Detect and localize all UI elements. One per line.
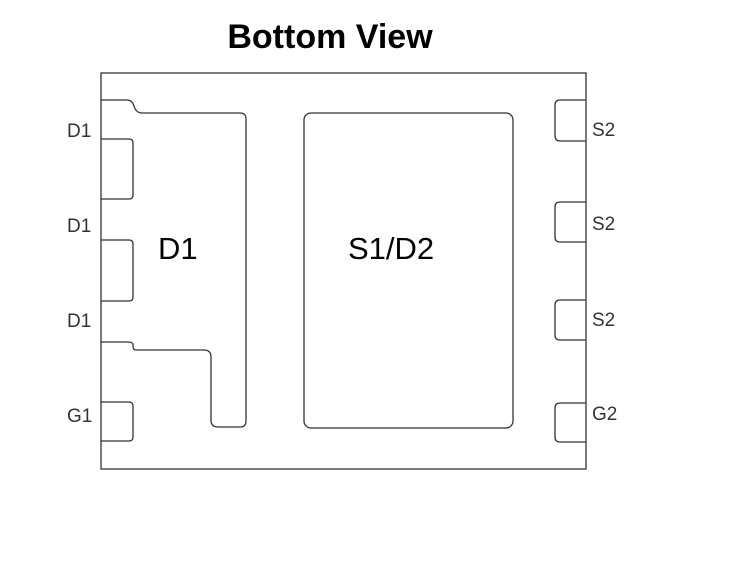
d1-pin-2	[101, 239, 134, 302]
s2-pin-1	[554, 99, 586, 142]
left-pin-label-3: D1	[67, 311, 91, 332]
package-outline	[100, 72, 587, 470]
g1-pin	[101, 401, 134, 442]
d1-pad-label: D1	[158, 231, 198, 266]
diagram-title: Bottom View	[227, 18, 433, 56]
right-pin-label-1: S2	[592, 120, 615, 141]
s2-pin-2	[554, 201, 586, 243]
right-pin-label-3: S2	[592, 310, 615, 331]
g2-pin	[554, 402, 586, 443]
s2-pin-3	[554, 299, 586, 341]
s1-d2-pad-label: S1/D2	[348, 231, 434, 266]
s1-d2-pad	[303, 112, 514, 429]
d1-pad-outline	[101, 99, 247, 428]
left-pin-label-1: D1	[67, 121, 91, 142]
right-pin-label-2: S2	[592, 214, 615, 235]
left-pin-label-2: D1	[67, 216, 91, 237]
d1-pin-1	[101, 138, 134, 200]
left-pin-label-4: G1	[67, 406, 92, 427]
right-pin-label-4: G2	[592, 404, 617, 425]
